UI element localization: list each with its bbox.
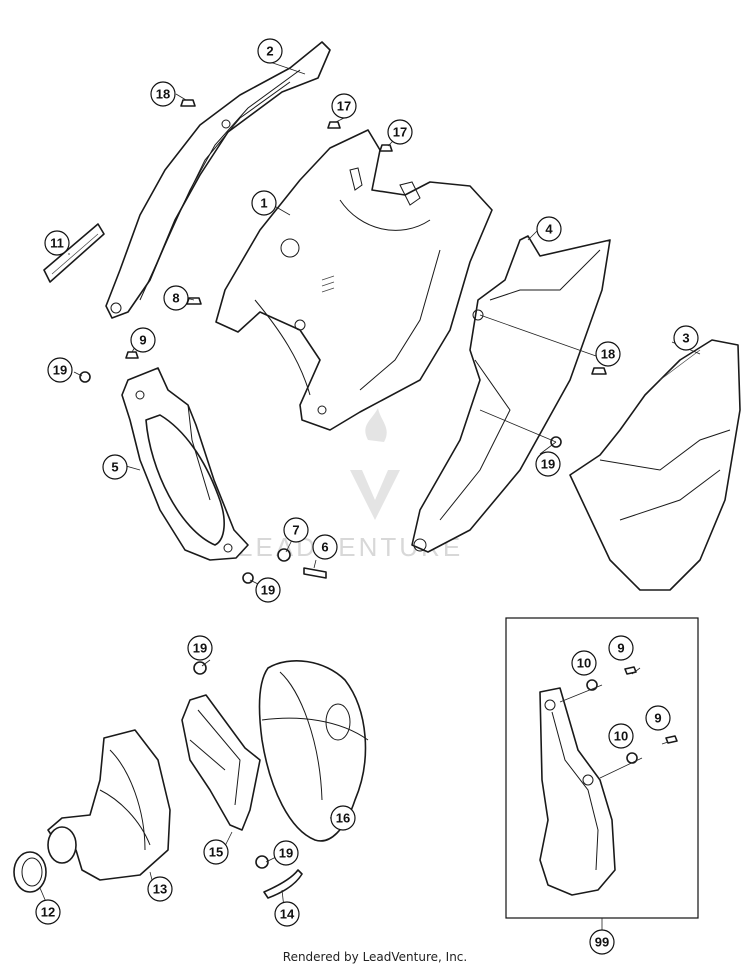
callout-2[interactable]: 2	[257, 38, 283, 64]
svg-text:19: 19	[261, 583, 275, 598]
grommet-19-filter-top[interactable]	[193, 661, 207, 675]
svg-text:4: 4	[545, 222, 553, 237]
svg-text:9: 9	[654, 711, 661, 726]
part-1-airbox-cover[interactable]	[215, 129, 493, 431]
svg-text:13: 13	[153, 882, 167, 897]
svg-text:19: 19	[279, 846, 293, 861]
callout-13[interactable]: 13	[147, 876, 173, 902]
svg-text:5: 5	[111, 460, 118, 475]
callout-18-top[interactable]: 18	[150, 81, 176, 107]
svg-text:9: 9	[617, 641, 624, 656]
part-16-filter-cage[interactable]	[258, 660, 369, 842]
grommet-19-lower[interactable]	[242, 572, 254, 584]
leader-lines	[39, 61, 701, 909]
callout-18-right[interactable]: 18	[595, 341, 621, 367]
screw-6[interactable]	[303, 567, 327, 579]
callouts: 2 18 17 17 1 4 11 8 9 19 3 18 5 19 7 6 1…	[35, 38, 699, 955]
svg-text:3: 3	[682, 331, 689, 346]
part-13-intake-boot[interactable]	[47, 729, 171, 881]
callout-12[interactable]: 12	[35, 899, 61, 925]
bolt-9-top[interactable]	[624, 666, 637, 675]
svg-text:15: 15	[209, 845, 223, 860]
callout-4[interactable]: 4	[536, 216, 562, 242]
svg-text:9: 9	[139, 333, 146, 348]
washer-10-top[interactable]	[586, 679, 598, 691]
svg-text:6: 6	[321, 540, 328, 555]
svg-text:8: 8	[172, 291, 179, 306]
callout-5[interactable]: 5	[102, 454, 128, 480]
callout-19-lower[interactable]: 19	[255, 577, 281, 603]
callout-1[interactable]: 1	[251, 190, 277, 216]
callout-9-upper[interactable]: 9	[130, 327, 156, 353]
part-4-side-panel[interactable]	[411, 235, 611, 553]
fasteners	[79, 99, 607, 584]
part-2-fairing-strip[interactable]	[105, 41, 331, 319]
svg-text:10: 10	[614, 729, 628, 744]
callout-9-kit-bottom[interactable]: 9	[645, 705, 671, 731]
callout-10-kit-bottom[interactable]: 10	[608, 723, 634, 749]
callout-17-left[interactable]: 17	[331, 93, 357, 119]
callout-6[interactable]: 6	[312, 534, 338, 560]
svg-text:19: 19	[541, 457, 555, 472]
svg-text:1: 1	[260, 196, 267, 211]
callout-8[interactable]: 8	[163, 285, 189, 311]
callout-10-kit-top[interactable]: 10	[571, 650, 597, 676]
svg-text:2: 2	[266, 44, 273, 59]
svg-text:12: 12	[41, 905, 55, 920]
callout-16[interactable]: 16	[330, 805, 356, 831]
callout-11[interactable]: 11	[44, 230, 70, 256]
svg-text:19: 19	[193, 641, 207, 656]
callout-19-left[interactable]: 19	[47, 357, 73, 383]
svg-text:19: 19	[53, 363, 67, 378]
washer-7[interactable]	[277, 548, 291, 562]
part-14-seal[interactable]	[263, 869, 303, 899]
bolt-9[interactable]	[125, 351, 139, 359]
nut-17-left[interactable]	[327, 121, 341, 129]
svg-text:17: 17	[337, 99, 351, 114]
callout-17-right[interactable]: 17	[387, 119, 413, 145]
part-99-kit-box[interactable]	[505, 617, 699, 930]
svg-text:10: 10	[577, 656, 591, 671]
callout-3[interactable]: 3	[673, 325, 699, 351]
svg-text:7: 7	[292, 523, 299, 538]
bolt-18-right[interactable]	[591, 367, 607, 375]
callout-9-kit-top[interactable]: 9	[608, 635, 634, 661]
svg-text:16: 16	[336, 811, 350, 826]
grommet-19-left[interactable]	[79, 371, 91, 383]
nut-17-right[interactable]	[379, 144, 393, 152]
callout-19-filter-bottom[interactable]: 19	[273, 840, 299, 866]
part-15-filter[interactable]	[181, 661, 269, 869]
footer-credit: Rendered by LeadVenture, Inc.	[282, 950, 468, 964]
callout-19-filter-top[interactable]: 19	[187, 635, 213, 661]
part-11-sticker[interactable]	[43, 223, 105, 283]
part-12-clamp[interactable]	[13, 851, 47, 893]
callout-14[interactable]: 14	[274, 901, 300, 927]
bolt-18-top[interactable]	[180, 99, 196, 107]
part-5-filter-housing[interactable]	[121, 367, 249, 561]
svg-text:17: 17	[393, 125, 407, 140]
svg-text:18: 18	[156, 87, 170, 102]
grommet-19-filter-bottom[interactable]	[255, 855, 269, 869]
svg-text:11: 11	[50, 236, 64, 251]
callout-99[interactable]: 99	[589, 929, 615, 955]
svg-text:14: 14	[280, 907, 295, 922]
svg-text:18: 18	[601, 347, 615, 362]
callout-15[interactable]: 15	[203, 839, 229, 865]
bolt-9-bottom[interactable]	[665, 735, 678, 744]
svg-text:99: 99	[595, 935, 609, 950]
callout-19-mid[interactable]: 19	[535, 451, 561, 477]
part-3-side-cover[interactable]	[569, 339, 741, 591]
callout-7[interactable]: 7	[283, 517, 309, 543]
